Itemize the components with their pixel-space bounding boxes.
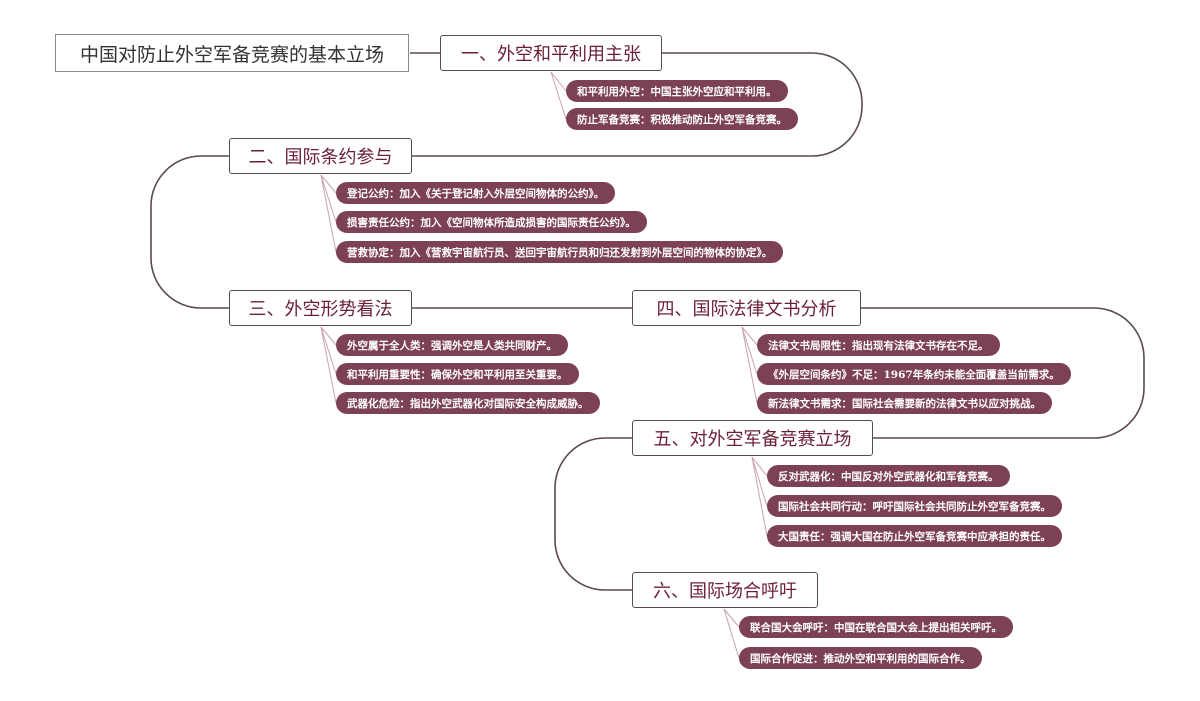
subtopic-5-2[interactable]: 国际社会共同行动：呼吁国际社会共同防止外空军备竞赛。 [767,495,1062,517]
root-topic[interactable]: 中国对防止外空军备竞赛的基本立场 [55,34,409,72]
curve-5-6 [554,437,632,591]
main-topic-1[interactable]: 一、外空和平利用主张 [440,35,662,71]
main-topic-4[interactable]: 四、国际法律文书分析 [632,290,861,326]
subtopic-3-2[interactable]: 和平利用重要性：确保外空和平利用至关重要。 [336,363,579,385]
curve-2-3 [150,155,229,309]
main-topic-6[interactable]: 六、国际场合呼吁 [632,572,818,608]
subtopic-2-1[interactable]: 登记公约：加入《关于登记射入外层空间物体的公约》。 [336,182,616,204]
subtopic-6-2[interactable]: 国际合作促进：推动外空和平利用的国际合作。 [739,647,982,669]
subtopic-4-1[interactable]: 法律文书局限性：指出现有法律文书存在不足。 [757,334,1000,356]
curve-4-5 [861,307,1145,439]
subtopic-3-3[interactable]: 武器化危险：指出外空武器化对国际安全构成威胁。 [336,392,600,414]
main-topic-2[interactable]: 二、国际条约参与 [229,138,412,174]
main-topic-5[interactable]: 五、对外空军备竞赛立场 [632,420,873,456]
subtopic-1-1[interactable]: 和平利用外空：中国主张外空应和平利用。 [566,80,788,102]
subtopic-5-3[interactable]: 大国责任：强调大国在防止外空军备竞赛中应承担的责任。 [767,525,1062,547]
subtopic-2-2[interactable]: 损害责任公约：加入《空间物体所造成损害的国际责任公约》。 [336,211,647,233]
curve-1-2 [412,52,863,157]
subtopic-4-3[interactable]: 新法律文书需求：国际社会需要新的法律文书以应对挑战。 [757,392,1052,414]
subtopic-1-2[interactable]: 防止军备竞赛：积极推动防止外空军备竞赛。 [566,108,798,130]
subtopic-3-1[interactable]: 外空属于全人类：强调外空是人类共同财产。 [336,334,568,356]
subtopic-5-1[interactable]: 反对武器化：中国反对外空武器化和军备竞赛。 [767,465,1010,487]
subtopic-4-2[interactable]: 《外层空间条约》不足：1967年条约未能全面覆盖当前需求。 [757,363,1071,385]
subtopic-2-3[interactable]: 营救协定：加入《营救宇宙航行员、送回宇宙航行员和归还发射到外层空间的物体的协定》… [336,241,784,263]
main-topic-3[interactable]: 三、外空形势看法 [229,290,412,326]
subtopic-6-1[interactable]: 联合国大会呼吁：中国在联合国大会上提出相关呼吁。 [739,616,1013,638]
